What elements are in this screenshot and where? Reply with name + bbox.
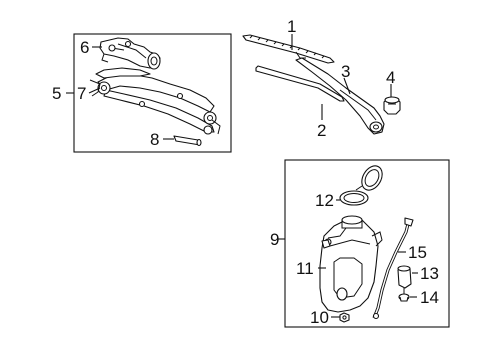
washer-reservoir <box>319 215 383 313</box>
leader-lines <box>66 34 418 318</box>
callout-13: 13 <box>420 264 439 283</box>
callout-12: 12 <box>315 191 334 210</box>
blade-insert <box>255 65 345 102</box>
reservoir-nut <box>339 312 350 323</box>
callout-2: 2 <box>317 121 326 140</box>
pump-grommet <box>398 293 410 302</box>
callout-8: 8 <box>150 130 159 149</box>
callout-1: 1 <box>287 17 296 36</box>
washer-reservoir-group-frame <box>284 159 450 328</box>
washer-hose <box>372 217 414 320</box>
callout-3: 3 <box>341 62 350 81</box>
wiper-motor <box>99 37 161 70</box>
callout-11: 11 <box>296 259 314 278</box>
callout-7: 7 <box>77 84 86 103</box>
reservoir-mount-bolt <box>321 239 331 249</box>
wiper-arm <box>295 57 385 135</box>
callout-4: 4 <box>386 68 395 87</box>
callout-15: 15 <box>408 243 427 262</box>
washer-pump <box>397 265 412 294</box>
callout-6: 6 <box>80 38 89 57</box>
callout-14: 14 <box>420 288 439 307</box>
callout-9: 9 <box>270 230 279 249</box>
pivot-sleeve <box>173 135 202 147</box>
callout-5: 5 <box>52 84 61 103</box>
wiper-blade <box>242 34 335 64</box>
filler-cap <box>355 165 383 191</box>
filler-seal-ring <box>339 190 369 206</box>
callout-10: 10 <box>310 308 329 327</box>
wiper-linkage <box>89 67 221 135</box>
wiper-arm-nut-cap <box>383 96 401 115</box>
